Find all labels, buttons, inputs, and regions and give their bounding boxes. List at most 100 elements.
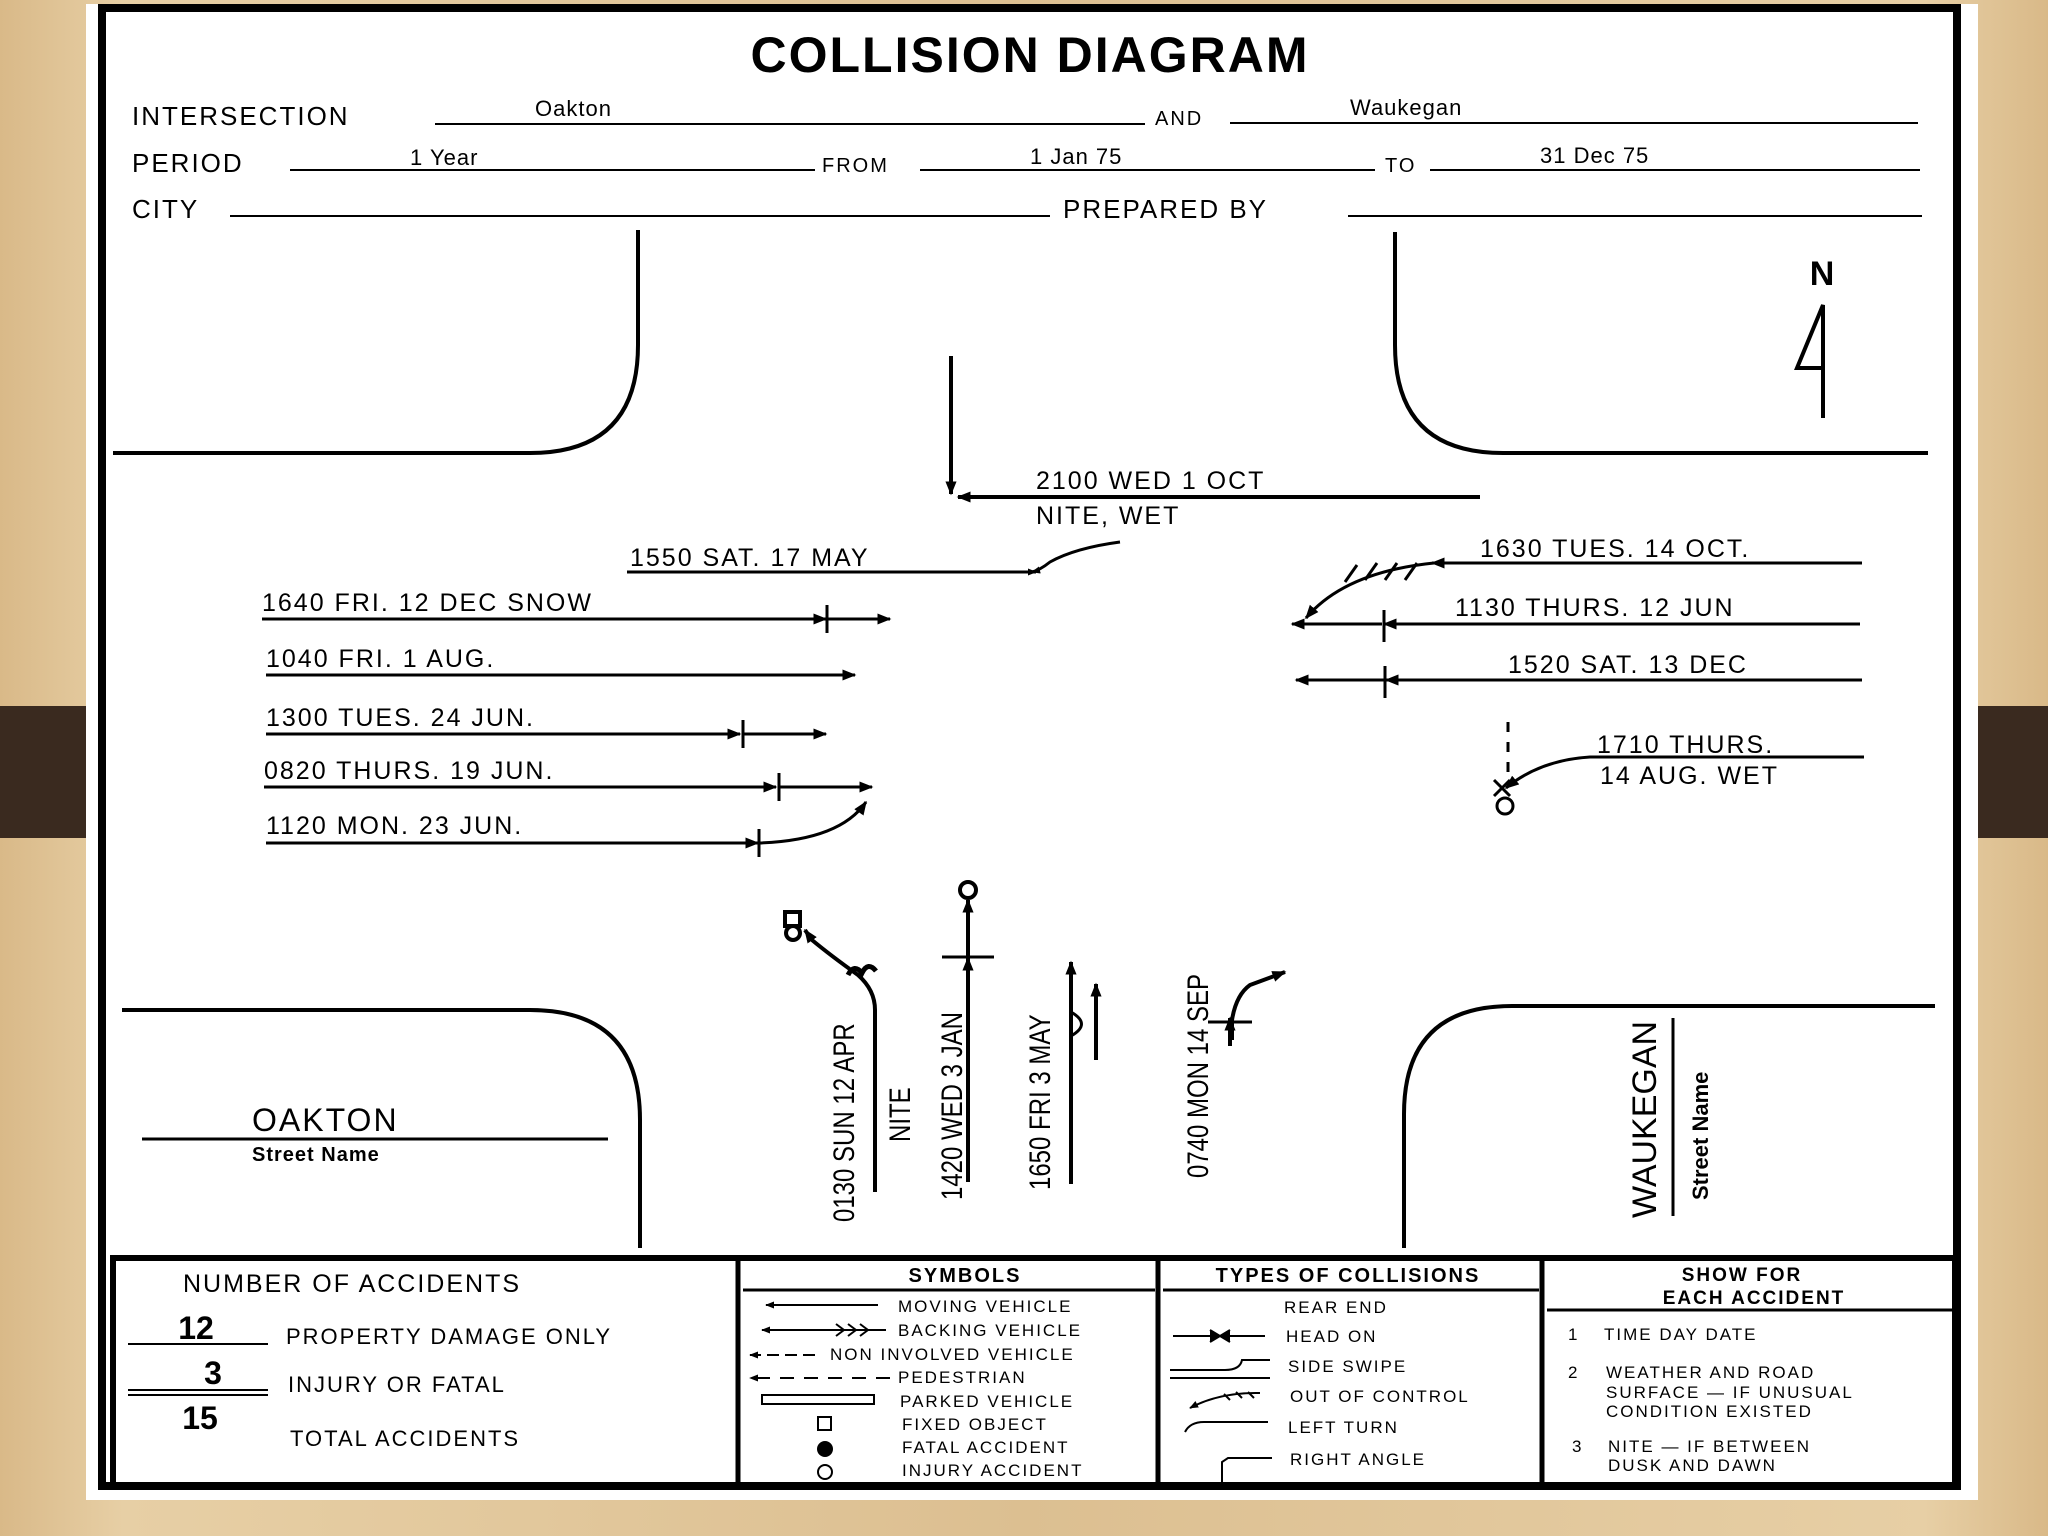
- prepared-by-label: PREPARED BY: [1063, 194, 1268, 224]
- symbol-label-fixed: FIXED OBJECT: [902, 1415, 1048, 1434]
- roadway-curbs: [113, 230, 1935, 1248]
- left-turn-symbol: [1184, 1421, 1268, 1433]
- parked-vehicle-symbol: [761, 1394, 875, 1405]
- out-of-control-symbol: [1189, 1391, 1261, 1409]
- injury-accident-symbol: [817, 1464, 833, 1480]
- property-damage-label: PROPERTY DAMAGE ONLY: [286, 1324, 612, 1349]
- curb-ne: [1393, 232, 1928, 455]
- symbol-label-moving: MOVING VEHICLE: [898, 1297, 1072, 1316]
- accident-1710-label-1: 1710 THURS.: [1597, 731, 1774, 759]
- symbol-label-non-involved: NON INVOLVED VEHICLE: [830, 1345, 1075, 1364]
- accident-1300-tues-24-jun: [266, 720, 828, 748]
- and-label: AND: [1155, 108, 1203, 130]
- symbols-title: SYMBOLS: [909, 1265, 1022, 1287]
- city-label: CITY: [132, 194, 199, 224]
- accident-1550-label: 1550 SAT. 17 MAY: [630, 544, 870, 572]
- background-band-left: [0, 706, 90, 838]
- collision-label-head-on: HEAD ON: [1286, 1327, 1377, 1346]
- accident-2100-wed-1-oct: [945, 356, 1480, 503]
- curb-se: [1402, 1004, 1935, 1248]
- show-for-number-3: 3: [1572, 1437, 1581, 1456]
- collision-types-panel: TYPES OF COLLISIONS REAR END HEAD ON SID…: [1170, 1265, 1481, 1484]
- accident-1300-label: 1300 TUES. 24 JUN.: [266, 704, 535, 732]
- accident-1710-thurs-14-aug: [1492, 722, 1864, 816]
- symbol-label-backing: BACKING VEHICLE: [898, 1321, 1082, 1340]
- accident-1120-mon-23-jun: [266, 800, 868, 857]
- accident-1130-thurs-12-jun: [1290, 610, 1860, 642]
- north-label: N: [1810, 255, 1835, 293]
- collision-label-left-turn: LEFT TURN: [1288, 1418, 1399, 1437]
- period-value[interactable]: 1 Year: [410, 145, 478, 170]
- total-accidents-count[interactable]: 15: [182, 1400, 218, 1436]
- accident-0130-sun-12-apr: [783, 910, 878, 1192]
- show-for-item-1: TIME DAY DATE: [1604, 1325, 1758, 1344]
- waukegan-street-caption: Street Name: [1688, 1072, 1713, 1200]
- injury-accident-marker-3: [958, 880, 978, 900]
- accident-0740-mon-14-sep: [1208, 970, 1287, 1046]
- show-for-title-1: SHOW FOR: [1682, 1265, 1803, 1286]
- accident-1120-label: 1120 MON. 23 JUN.: [266, 812, 523, 840]
- injury-fatal-count[interactable]: 3: [204, 1355, 222, 1391]
- show-for-number-1: 1: [1568, 1325, 1577, 1344]
- symbol-label-pedestrian: PEDESTRIAN: [898, 1368, 1027, 1387]
- accident-1130-label: 1130 THURS. 12 JUN: [1455, 594, 1735, 622]
- legend-panel: [110, 1255, 1958, 1488]
- collision-label-sideswipe: SIDE SWIPE: [1288, 1357, 1407, 1376]
- from-value[interactable]: 1 Jan 75: [1030, 144, 1122, 169]
- accident-count-panel: NUMBER OF ACCIDENTS 12 PROPERTY DAMAGE O…: [128, 1270, 612, 1451]
- show-for-item-3-line-1: NITE — IF BETWEEN: [1608, 1437, 1811, 1456]
- sideswipe-symbol: [1170, 1359, 1270, 1379]
- accident-count-title: NUMBER OF ACCIDENTS: [183, 1270, 521, 1298]
- show-for-item-2-line-2: SURFACE — IF UNUSUAL: [1606, 1383, 1854, 1402]
- accident-0130-label: 0130 SUN 12 APR: [826, 1023, 860, 1222]
- period-label: PERIOD: [132, 148, 244, 178]
- injury-fatal-label: INJURY OR FATAL: [288, 1372, 506, 1397]
- curb-sw: [122, 1008, 642, 1248]
- collision-types-title: TYPES OF COLLISIONS: [1216, 1265, 1481, 1287]
- total-accidents-label: TOTAL ACCIDENTS: [290, 1426, 520, 1451]
- to-label: TO: [1385, 155, 1416, 177]
- intersection-street2-value[interactable]: Waukegan: [1350, 95, 1462, 120]
- accident-1640-label: 1640 FRI. 12 DEC SNOW: [262, 589, 593, 617]
- form-title: COLLISION DIAGRAM: [751, 27, 1310, 83]
- accident-0740-label: 0740 MON 14 SEP: [1180, 974, 1214, 1178]
- curb-nw: [113, 230, 640, 455]
- show-for-item-2-line-1: WEATHER AND ROAD: [1606, 1363, 1815, 1382]
- accident-2100-label-2: NITE, WET: [1036, 502, 1180, 530]
- accident-path-turning: [1031, 540, 1121, 574]
- accident-1040-label: 1040 FRI. 1 AUG.: [266, 645, 495, 673]
- show-for-panel: SHOW FOR EACH ACCIDENT 1 TIME DAY DATE 2…: [1568, 1265, 1854, 1475]
- show-for-item-2-line-3: CONDITION EXISTED: [1606, 1402, 1813, 1421]
- to-value[interactable]: 31 Dec 75: [1540, 143, 1649, 168]
- symbol-label-parked: PARKED VEHICLE: [900, 1392, 1074, 1411]
- intersection-street1-value[interactable]: Oakton: [535, 96, 612, 121]
- symbols-panel: SYMBOLS MOVING VEHICLE BACKING VEHICLE N…: [749, 1265, 1082, 1480]
- oakton-street-name: OAKTON: [252, 1102, 399, 1138]
- show-for-number-2: 2: [1568, 1363, 1577, 1382]
- north-arrow: N: [1794, 255, 1835, 418]
- accident-0130-nite-label: NITE: [882, 1087, 916, 1142]
- show-for-title-2: EACH ACCIDENT: [1663, 1288, 1846, 1309]
- waukegan-street-name: WAUKEGAN: [1626, 1021, 1664, 1218]
- right-angle-symbol: [1221, 1457, 1272, 1484]
- show-for-item-3-line-2: DUSK AND DAWN: [1608, 1456, 1777, 1475]
- accident-1650-label: 1650 FRI 3 MAY: [1022, 1014, 1056, 1190]
- fatal-accident-symbol: [817, 1441, 833, 1457]
- property-damage-count[interactable]: 12: [178, 1310, 214, 1346]
- injury-accident-marker-2: [784, 924, 802, 942]
- accident-1640-fri-12-dec: [262, 605, 892, 633]
- accident-1420-label: 1420 WED 3 JAN: [934, 1012, 968, 1200]
- paper-sheet: [86, 4, 1978, 1500]
- accident-1520-label: 1520 SAT. 13 DEC: [1508, 651, 1748, 679]
- accident-0820-thurs-19-jun: [264, 773, 874, 801]
- accident-1420-wed-3-jan: [942, 880, 994, 1182]
- symbol-label-fatal: FATAL ACCIDENT: [902, 1438, 1070, 1457]
- injury-accident-marker: [1495, 796, 1515, 816]
- accident-1630-tues-14-oct: [1304, 557, 1862, 620]
- accident-1650-fri-3-may: [1065, 960, 1102, 1184]
- background-band-right: [1978, 706, 2048, 838]
- accident-0820-label: 0820 THURS. 19 JUN.: [264, 757, 554, 785]
- fixed-object-symbol: [817, 1416, 832, 1431]
- from-label: FROM: [822, 155, 889, 177]
